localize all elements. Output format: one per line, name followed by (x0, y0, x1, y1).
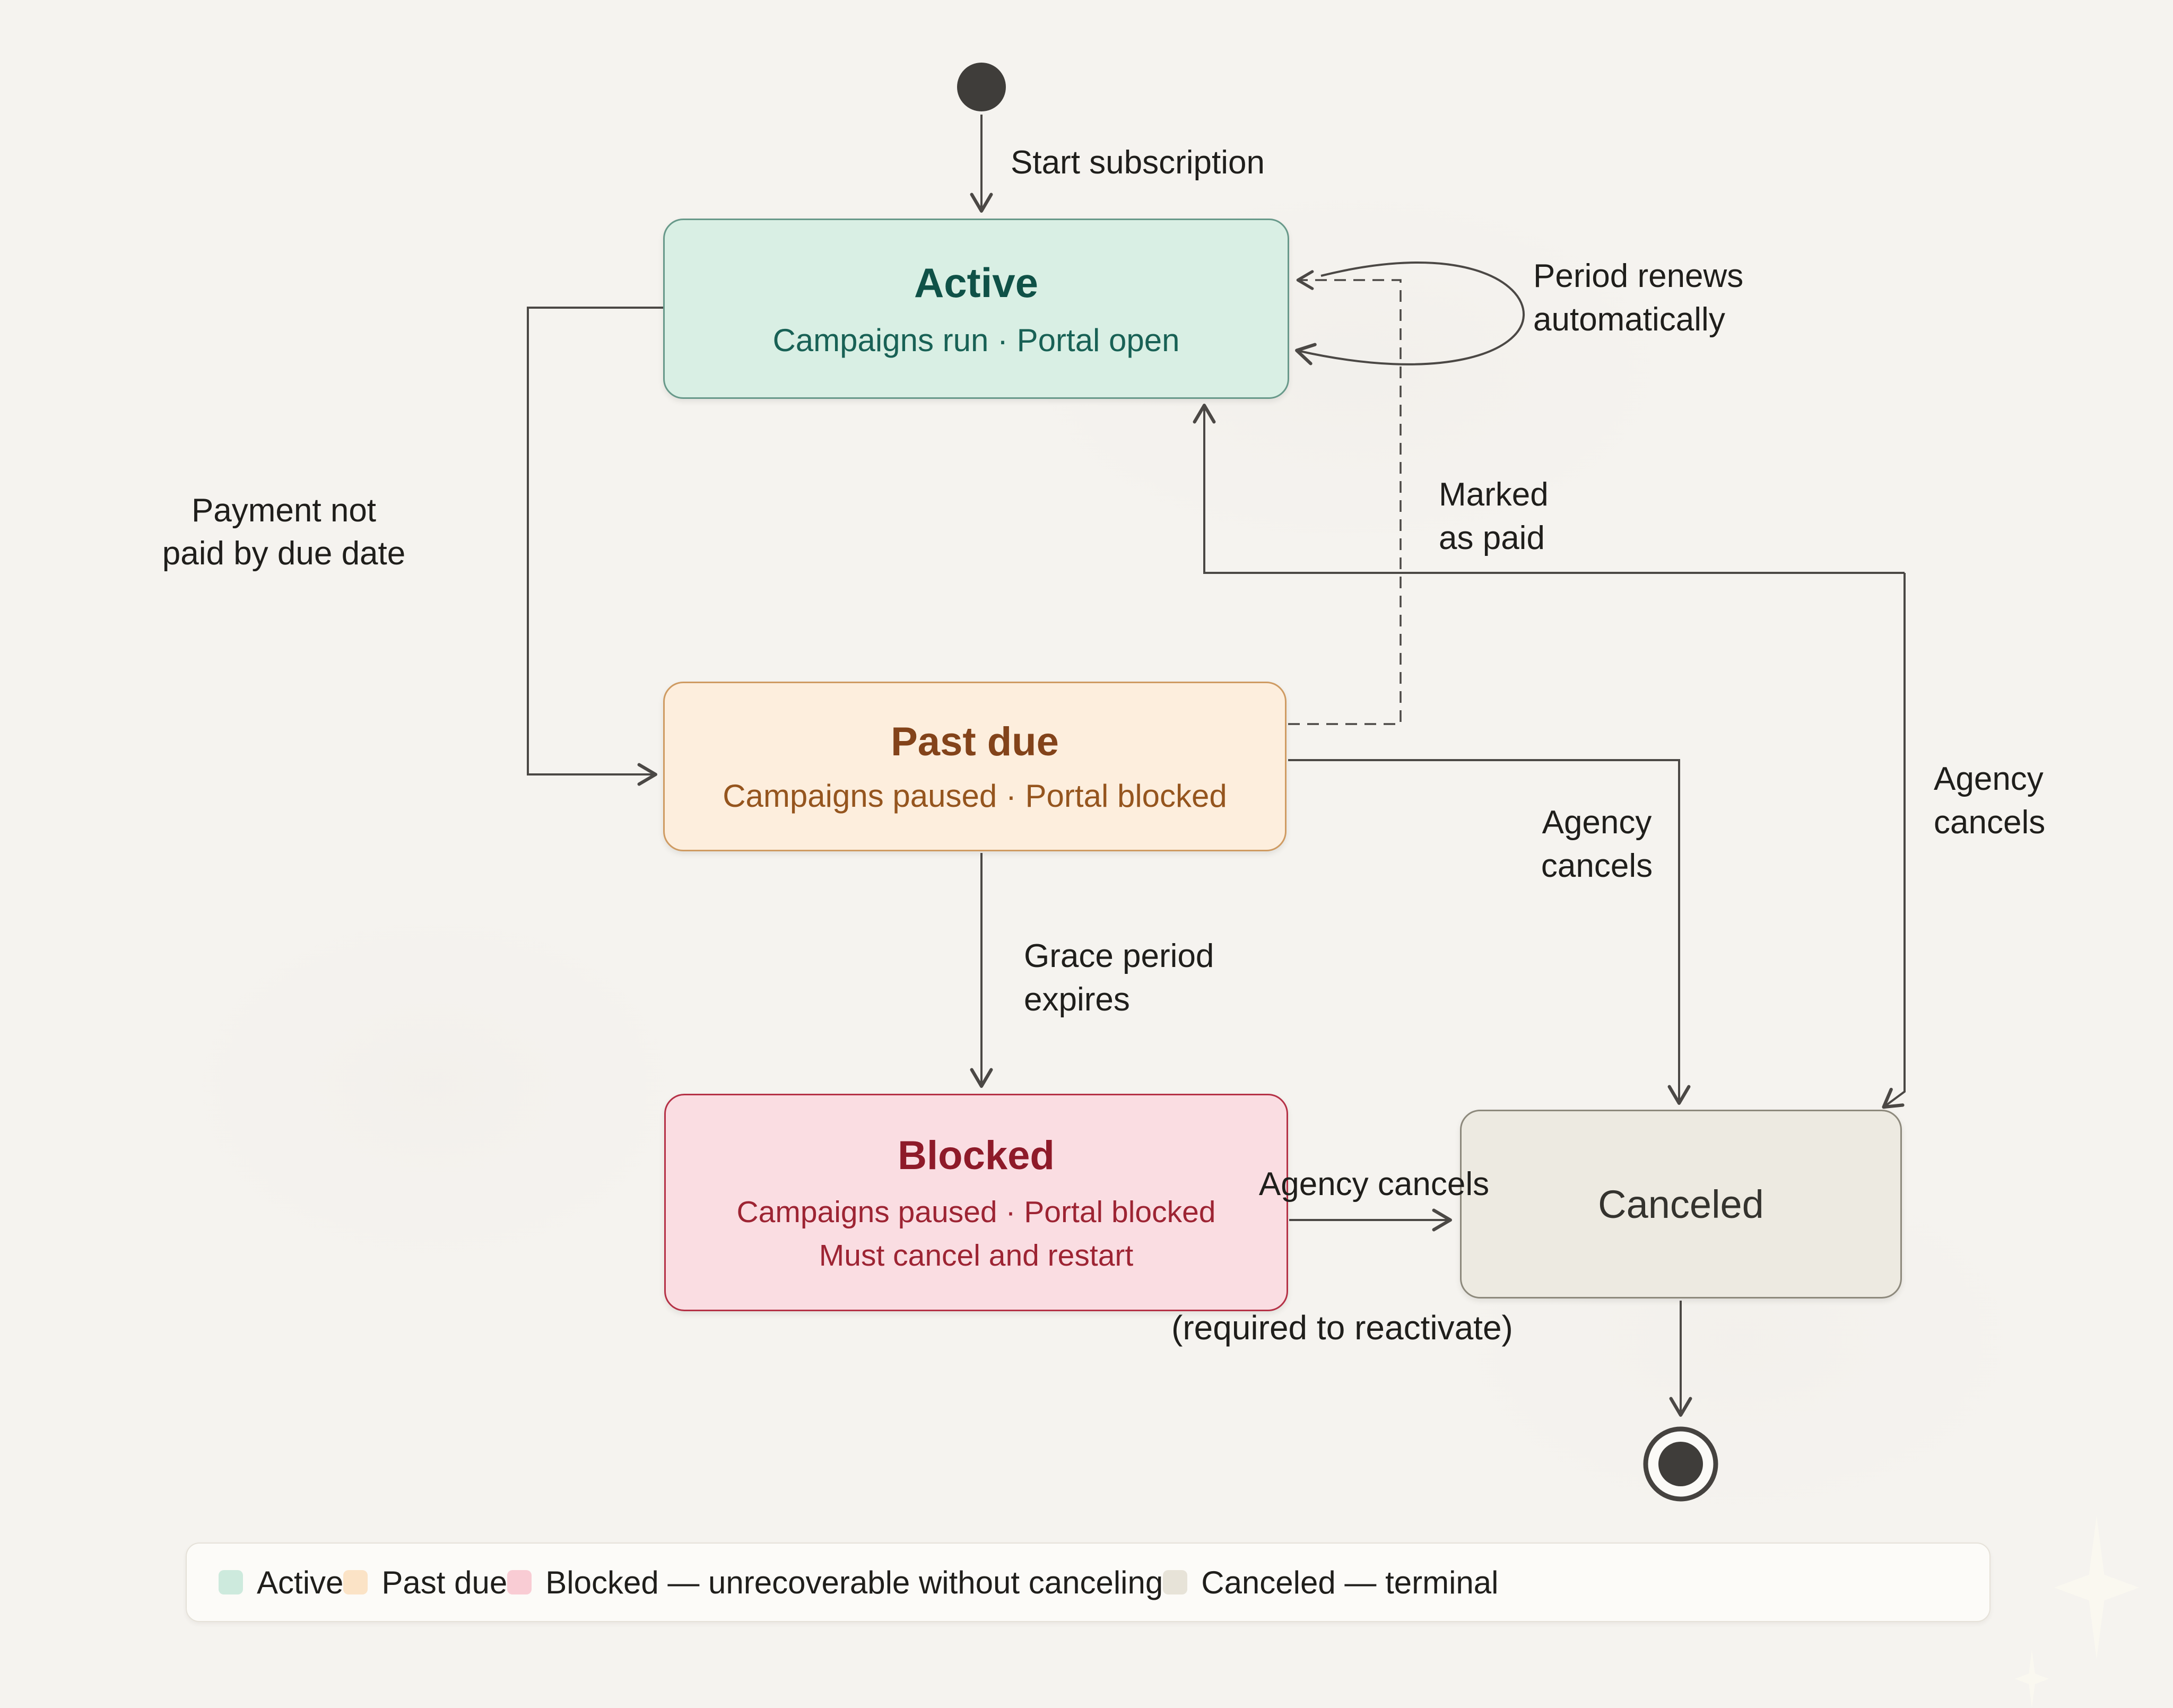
edge-label-agency-right-line1: Agency (1934, 761, 2044, 797)
state-title-active: Active (914, 259, 1039, 306)
state-title-blocked: Blocked (898, 1132, 1055, 1178)
edge-label-marked-line1: Marked (1439, 476, 1549, 513)
initial-state-node (957, 63, 1006, 111)
state-subtitle-active: Campaigns run · Portal open (772, 323, 1180, 358)
edge-agency-cancels-mid (1288, 759, 1691, 1105)
edge-label-period-renews-line1: Period renews (1533, 258, 1744, 294)
edge-period-renews-loop (1295, 262, 1525, 365)
edge-label-start-subscription: Start subscription (1011, 144, 1265, 181)
edge-label-grace-line1: Grace period (1024, 938, 1214, 974)
edge-label-agency-mid-line2: cancels (1541, 848, 1653, 884)
edge-agency-cancels-right (1882, 573, 1906, 1109)
edge-payment-not-paid (527, 307, 663, 786)
state-box-blocked: Blocked Campaigns paused · Portal blocke… (664, 1094, 1288, 1311)
legend-label-blocked: Blocked — unrecoverable without cancelin… (545, 1564, 1163, 1600)
legend-label-active: Active (257, 1564, 344, 1600)
edge-label-marked-line2: as paid (1439, 520, 1545, 556)
legend-label-past-due: Past due (381, 1564, 508, 1600)
edge-label-agency-cancels-right: Agency cancels (1934, 757, 2045, 844)
edge-marked-as-paid-dashed (1288, 270, 1402, 725)
legend-item-canceled: Canceled — terminal (1163, 1564, 1498, 1601)
edge-label-agency-cancels-mid: Agency cancels (1541, 801, 1653, 888)
legend-label-canceled: Canceled — terminal (1201, 1564, 1499, 1600)
legend-item-past-due: Past due (343, 1564, 507, 1601)
legend-swatch-blocked (507, 1570, 532, 1594)
edge-label-agency-cancels-blocked: Agency cancels (1258, 1166, 1490, 1202)
edge-label-period-renews: Period renews automatically (1533, 255, 1743, 342)
state-title-past-due: Past due (891, 719, 1059, 764)
edge-label-grace-period: Grace period expires (1024, 935, 1214, 1022)
legend-bar: Active Past due Blocked — unrecoverable … (186, 1543, 1991, 1622)
legend-swatch-canceled (1163, 1570, 1188, 1594)
legend-swatch-active (219, 1570, 243, 1594)
state-line1-blocked: Campaigns paused · Portal blocked (736, 1195, 1216, 1229)
state-box-past-due: Past due Campaigns paused · Portal block… (663, 682, 1287, 851)
edge-label-marked-as-paid: Marked as paid (1439, 473, 1549, 560)
state-subtitle-past-due: Campaigns paused · Portal blocked (723, 778, 1227, 814)
legend-item-active: Active (219, 1564, 343, 1601)
edge-label-grace-line2: expires (1024, 981, 1130, 1018)
edge-label-required-to-reactivate: (required to reactivate) (1171, 1309, 1513, 1347)
edge-label-agency-right-line2: cancels (1934, 804, 2046, 841)
edge-into-active-bottom (1193, 404, 1905, 574)
edge-label-payment-not-paid: Payment not paid by due date (162, 489, 406, 575)
edge-label-agency-mid-line1: Agency (1542, 804, 1652, 841)
state-box-canceled: Canceled (1460, 1110, 1902, 1299)
state-title-canceled: Canceled (1598, 1182, 1764, 1226)
legend-item-blocked: Blocked — unrecoverable without cancelin… (507, 1564, 1163, 1601)
edge-label-payment-line1: Payment not (191, 492, 377, 529)
edge-label-period-renews-line2: automatically (1533, 301, 1725, 338)
edge-label-payment-line2: paid by due date (162, 535, 406, 572)
legend-swatch-past-due (343, 1570, 368, 1594)
state-box-active: Active Campaigns run · Portal open (663, 219, 1289, 399)
final-state-node (1643, 1426, 1718, 1502)
state-line2-blocked: Must cancel and restart (819, 1238, 1134, 1273)
